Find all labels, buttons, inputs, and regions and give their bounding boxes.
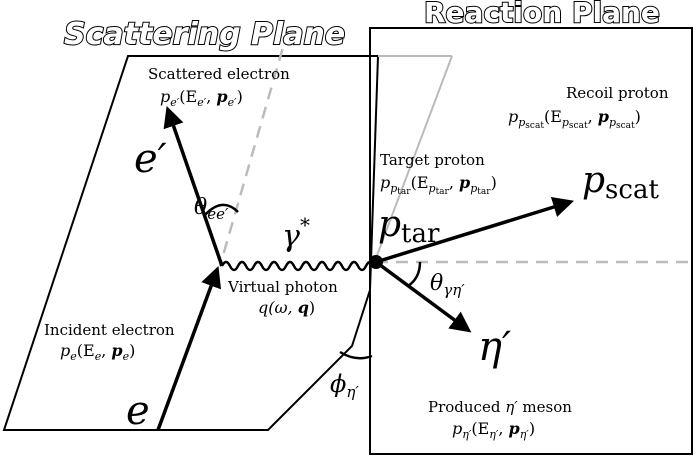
reaction-plane-title: Reaction Plane [424, 0, 660, 29]
virtual-photon-formula: q(ω, q) [258, 298, 315, 317]
symbol-phi-eta: ϕη′ [330, 370, 359, 401]
reaction-plane [369, 27, 693, 455]
scattering-plane-back-slant [375, 55, 453, 259]
symbol-gamma-star: γ* [282, 213, 310, 254]
symbol-p-tar: ptar [378, 204, 440, 249]
theta-ee-arc [203, 203, 239, 217]
eta-prime-arrow [374, 260, 472, 333]
symbol-eta-prime: η′ [478, 324, 511, 370]
symbol-theta-ee: θee′ [194, 195, 229, 223]
target-proton-momentum: pptar(Eptar, pptar) [380, 173, 497, 197]
symbol-e: e [126, 388, 150, 434]
incident-electron-momentum: pe(Ee, pe) [60, 341, 135, 363]
recoil-proton-momentum: ppscat(Epscat, ppscat) [508, 107, 641, 131]
produced-meson-name: Produced η′ meson [428, 398, 572, 416]
produced-meson-momentum: pη′(Eη′, pη′) [452, 419, 535, 441]
recoil-proton-name: Recoil proton [566, 84, 669, 102]
symbol-theta-gamma-eta: θγη′ [430, 271, 465, 299]
symbol-p-scat: pscat [582, 160, 659, 205]
theta-gamma-eta-arc [407, 261, 422, 288]
target-proton-name: Target proton [380, 151, 485, 169]
scattering-plane-title: Scattering Plane [64, 17, 345, 52]
recoil-proton-arrow [375, 196, 575, 264]
scattered-electron-arrow [163, 106, 224, 267]
scattered-electron-momentum: pe′(Ee′, pe′) [160, 87, 243, 109]
incident-electron-name: Incident electron [44, 321, 175, 339]
incident-electron-arrow [156, 266, 222, 431]
virtual-photon-line [220, 260, 376, 272]
phi-eta-arc [339, 350, 373, 360]
virtual-photon-name: Virtual photon [227, 278, 338, 296]
scattering-plane [2, 55, 380, 431]
scattered-electron-name: Scattered electron [148, 65, 290, 83]
dashed-guide-scattering [218, 29, 290, 267]
symbol-e-prime: e′ [134, 136, 167, 182]
